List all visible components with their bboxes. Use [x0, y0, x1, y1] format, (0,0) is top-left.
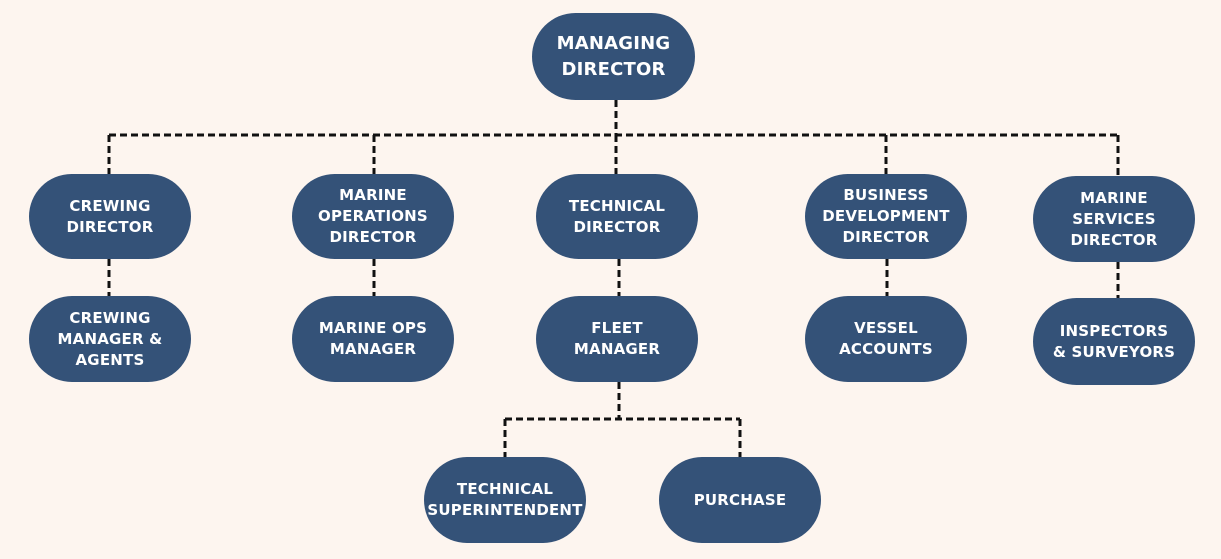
node-marine-services-director[interactable]: MARINE SERVICES DIRECTOR [1033, 176, 1195, 262]
node-fleet-manager[interactable]: FLEET MANAGER [536, 296, 698, 382]
node-purchase[interactable]: PURCHASE [659, 457, 821, 543]
node-crewing-director[interactable]: CREWING DIRECTOR [29, 174, 191, 259]
node-inspectors-surveyors[interactable]: INSPECTORS & SURVEYORS [1033, 298, 1195, 385]
node-marine-operations-director[interactable]: MARINE OPERATIONS DIRECTOR [292, 174, 454, 259]
node-business-development-director[interactable]: BUSINESS DEVELOPMENT DIRECTOR [805, 174, 967, 259]
node-technical-director[interactable]: TECHNICAL DIRECTOR [536, 174, 698, 259]
node-vessel-accounts[interactable]: VESSEL ACCOUNTS [805, 296, 967, 382]
node-marine-ops-manager[interactable]: MARINE OPS MANAGER [292, 296, 454, 382]
node-technical-superintendent[interactable]: TECHNICAL SUPERINTENDENT [424, 457, 586, 543]
node-crewing-manager-agents[interactable]: CREWING MANAGER & AGENTS [29, 296, 191, 382]
node-managing-director[interactable]: MANAGING DIRECTOR [532, 13, 695, 100]
